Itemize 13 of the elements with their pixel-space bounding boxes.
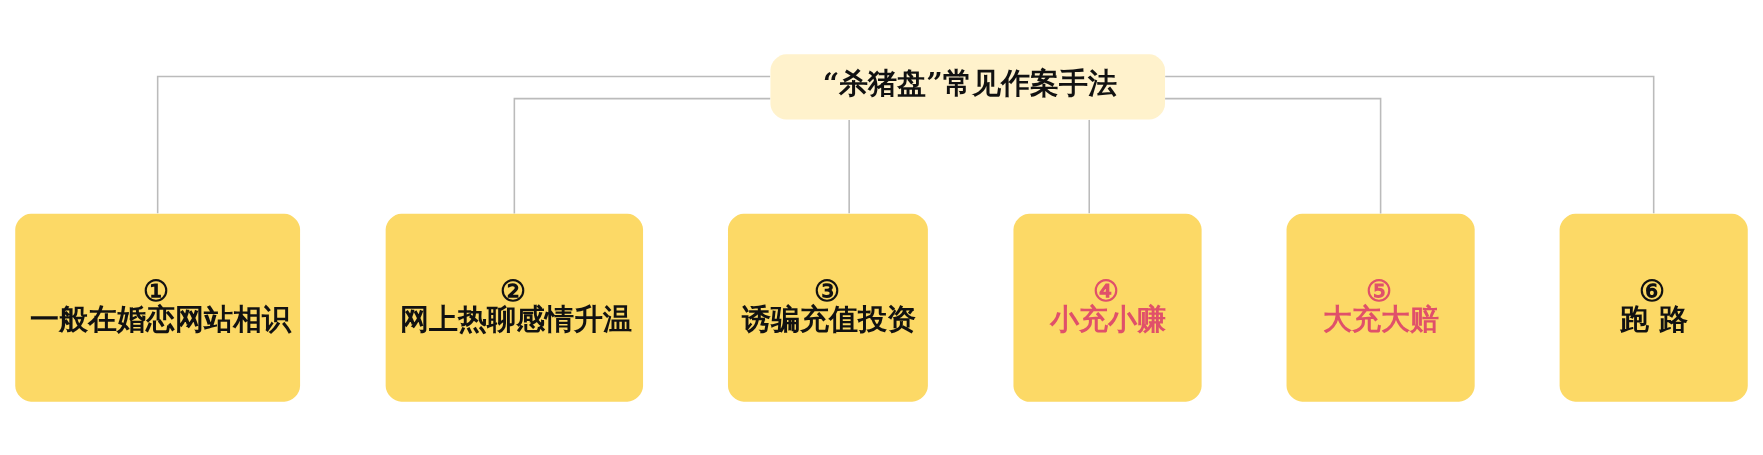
connector <box>513 97 771 214</box>
node-box: ④ 小充小赚 <box>1013 213 1202 402</box>
node-box: ⑤ 大充大赔 <box>1286 213 1475 402</box>
node-box: “杀猪盘”常见作案手法 <box>770 53 1166 120</box>
connector <box>156 75 771 214</box>
connector <box>1164 75 1655 214</box>
node-box: ① 一般在婚恋网站相识 <box>15 213 301 402</box>
connector <box>848 118 850 214</box>
connector <box>1088 118 1091 214</box>
node-box: ⑥ 跑 路 <box>1559 213 1748 402</box>
node-box: ③ 诱骗充值投资 <box>728 213 928 402</box>
node-box: ② 网上热聊感情升温 <box>385 213 644 402</box>
connector <box>1164 97 1382 214</box>
